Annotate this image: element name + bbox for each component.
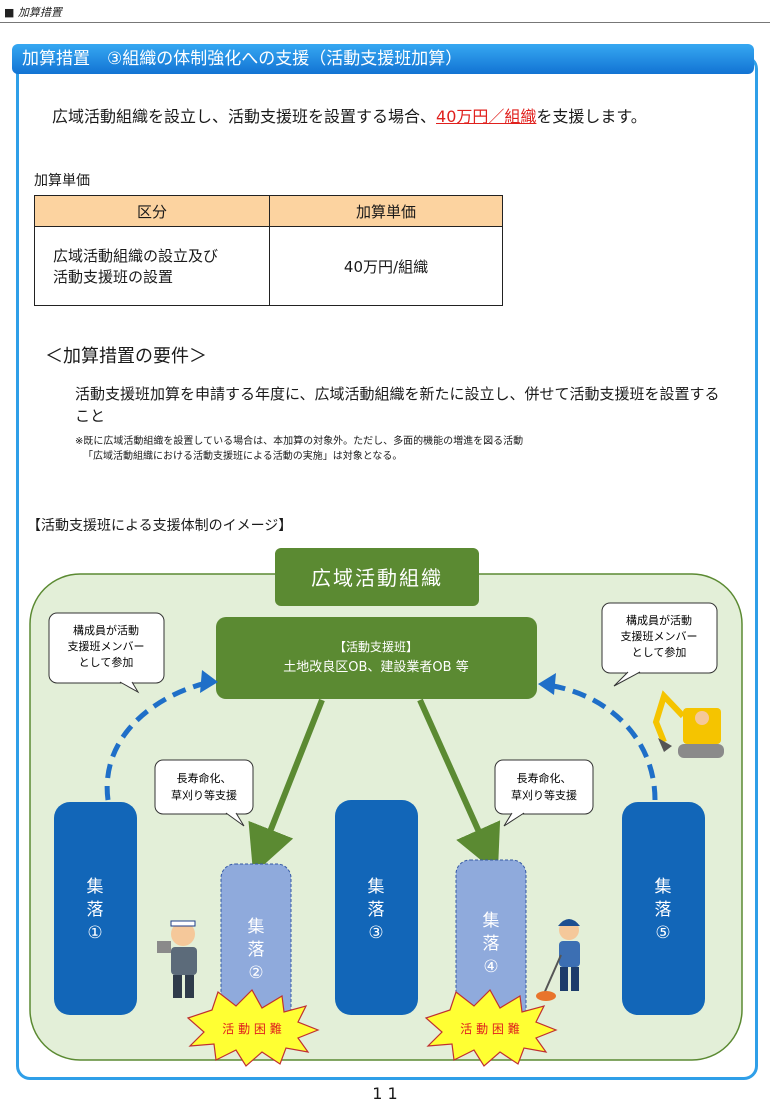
village-3-num: ③ xyxy=(368,923,383,943)
village-4: 集 落 ④ xyxy=(455,859,527,1036)
bubble-support-right-line1: 長寿命化、 xyxy=(517,771,572,785)
difficulty-burst-left: 活 動 困 難 xyxy=(186,989,320,1067)
village-4-kanji1: 集 xyxy=(483,911,500,931)
village-1-kanji2: 落 xyxy=(87,900,104,920)
village-2-kanji2: 落 xyxy=(248,940,265,960)
difficulty-right-label: 活 動 困 難 xyxy=(460,1021,519,1036)
village-5-kanji2: 落 xyxy=(655,900,672,920)
lead-text: 広域活動組織を設立し、活動支援班を設置する場合、40万円／組織を支援します。 xyxy=(52,103,647,127)
village-1: 集 落 ① xyxy=(54,802,137,1015)
support-arrow-to-village-4 xyxy=(417,698,501,874)
section-header: ■ 加算措置 xyxy=(4,6,62,19)
bubble-support-left-line1: 長寿命化、 xyxy=(177,771,232,785)
bubble-right-line1: 構成員が活動 xyxy=(626,613,692,627)
price-table-category: 広域活動組織の設立及び活動支援班の設置 xyxy=(34,226,270,306)
bubble-left-line3: として参加 xyxy=(79,655,134,669)
org-box xyxy=(275,548,479,606)
speech-bubble-left: 構成員が活動 支援班メンバー として参加 xyxy=(48,612,165,694)
header-divider xyxy=(0,22,770,23)
bubble-left-line2: 支援班メンバー xyxy=(68,639,145,653)
page-number: 1 1 xyxy=(372,1084,398,1103)
village-5: 集 落 ⑤ xyxy=(622,802,705,1015)
bubble-left-line1: 構成員が活動 xyxy=(73,623,139,637)
org-label: 広域活動組織 xyxy=(311,566,443,590)
excavator-illustration xyxy=(652,690,724,758)
lead-before: 広域活動組織を設立し、活動支援班を設置する場合、 xyxy=(52,107,437,126)
price-table-caption: 加算単価 xyxy=(34,173,90,189)
village-4-num: ④ xyxy=(483,957,498,977)
support-team-line2: 土地改良区OB、建設業者OB 等 xyxy=(283,659,468,675)
village-3-kanji2: 落 xyxy=(368,900,385,920)
village-2: 集 落 ② xyxy=(220,863,292,1035)
difficulty-left-label: 活 動 困 難 xyxy=(222,1021,281,1036)
requirements-body: 活動支援班加算を申請する年度に、広域活動組織を新たに設立し、併せて活動支援班を設… xyxy=(75,385,720,425)
support-arrow-to-village-2 xyxy=(248,698,325,875)
support-team-line1: 【活動支援班】 xyxy=(334,640,418,654)
speech-bubble-right: 構成員が活動 支援班メンバー として参加 xyxy=(601,602,718,687)
page-title: 加算措置 ③組織の体制強化への支援（活動支援班加算） xyxy=(12,44,754,74)
image-title: 【活動支援班による支援体制のイメージ】 xyxy=(27,518,293,534)
village-4-kanji2: 落 xyxy=(483,934,500,954)
village-2-num: ② xyxy=(248,963,263,983)
category-line2: 活動支援班の設置 xyxy=(53,268,174,286)
note-line2: 「広域活動組織における活動支援班による活動の実施」は対象となる。 xyxy=(83,451,403,462)
difficulty-burst-right: 活 動 困 難 xyxy=(424,989,558,1067)
village-5-num: ⑤ xyxy=(655,923,670,943)
village-3-kanji1: 集 xyxy=(368,877,385,897)
table-row: 広域活動組織の設立及び活動支援班の設置 40万円/組織 xyxy=(34,226,503,306)
bubble-support-left-line2: 草刈り等支援 xyxy=(171,788,237,802)
price-table-price: 40万円/組織 xyxy=(269,226,503,306)
village-5-kanji1: 集 xyxy=(655,877,672,897)
lead-after: を支援します。 xyxy=(536,107,647,126)
category-line1: 広域活動組織の設立及び xyxy=(53,247,219,265)
speech-bubble-support-right: 長寿命化、 草刈り等支援 xyxy=(494,759,594,827)
village-1-num: ① xyxy=(87,923,102,943)
price-table-header-category: 区分 xyxy=(34,195,270,227)
requirements-title: ＜加算措置の要件＞ xyxy=(45,346,207,367)
speech-bubble-support-left: 長寿命化、 草刈り等支援 xyxy=(154,759,254,827)
worker-with-trowel-illustration xyxy=(157,920,197,998)
support-team-box xyxy=(216,617,537,699)
note-line1: ※既に広域活動組織を設置している場合は、本加算の対象外。ただし、多面的機能の増進… xyxy=(75,436,524,447)
lead-highlight: 40万円／組織 xyxy=(436,107,537,126)
bubble-right-line2: 支援班メンバー xyxy=(621,629,698,643)
village-3: 集 落 ③ xyxy=(335,800,418,1015)
worker-with-mower-illustration xyxy=(536,919,580,1001)
price-table-header-price: 加算単価 xyxy=(269,195,503,227)
bubble-support-right-line2: 草刈り等支援 xyxy=(511,788,577,802)
bubble-right-line3: として参加 xyxy=(632,645,687,659)
member-arrowhead-left xyxy=(200,670,218,693)
village-1-kanji1: 集 xyxy=(87,877,104,897)
price-table: 区分 加算単価 広域活動組織の設立及び活動支援班の設置 40万円/組織 xyxy=(34,195,503,306)
member-arrowhead-right xyxy=(538,673,556,695)
village-2-kanji1: 集 xyxy=(248,917,265,937)
requirements-note: ※既に広域活動組織を設置している場合は、本加算の対象外。ただし、多面的機能の増進… xyxy=(75,434,735,464)
